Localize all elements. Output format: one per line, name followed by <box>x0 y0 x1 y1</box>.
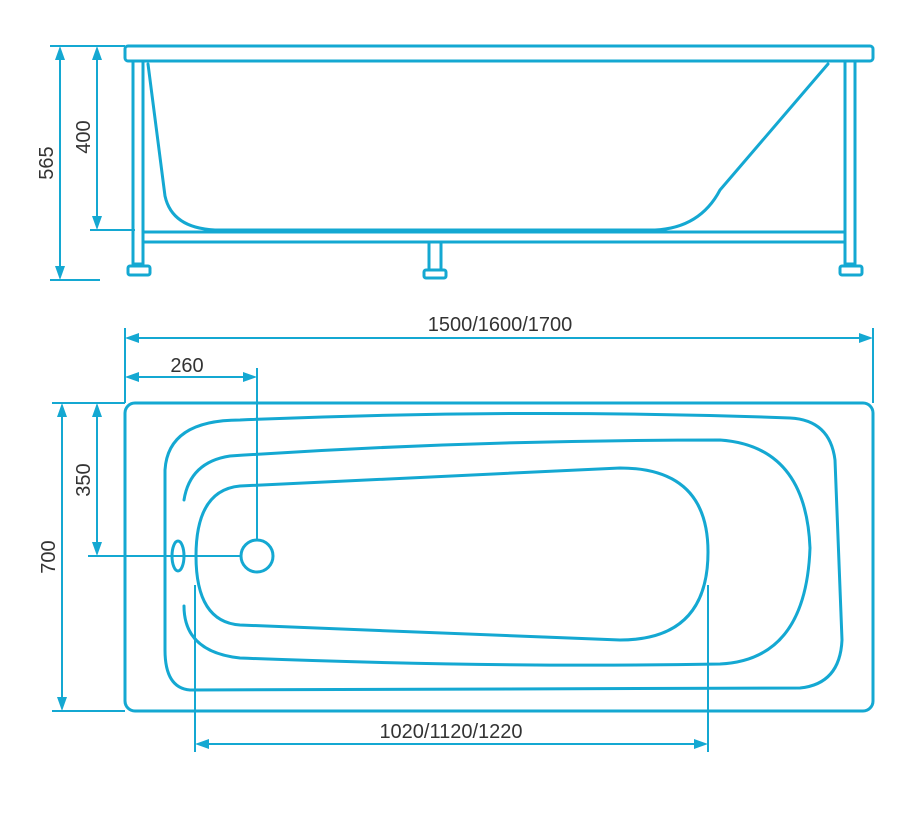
tub-ledge <box>182 438 812 667</box>
foot-middle <box>422 268 448 280</box>
foot-right <box>838 264 864 277</box>
side-view: 565 400 <box>36 44 875 281</box>
drain-icon <box>239 538 275 574</box>
dim-label-inner-length: 1020/1120/1220 <box>379 721 522 743</box>
tub-side-profile <box>146 62 830 232</box>
dim-label-350: 350 <box>73 463 95 496</box>
dim-label-260: 260 <box>170 355 203 377</box>
foot-left <box>126 264 152 277</box>
frame-right-leg <box>843 60 857 266</box>
dim-label-length: 1500/1600/1700 <box>428 314 573 336</box>
dim-label-400: 400 <box>73 120 95 153</box>
frame-crossbar <box>141 230 847 244</box>
top-view: 1500/1600/1700 260 700 350 1020/1120/122… <box>38 314 875 752</box>
tub-rim <box>123 44 875 63</box>
dim-label-565: 565 <box>36 146 58 179</box>
tub-inner-basin <box>194 466 710 642</box>
middle-support <box>427 240 443 272</box>
dim-label-700: 700 <box>38 540 60 573</box>
tub-outer-bowl <box>163 411 844 692</box>
frame-left-leg <box>131 60 145 266</box>
